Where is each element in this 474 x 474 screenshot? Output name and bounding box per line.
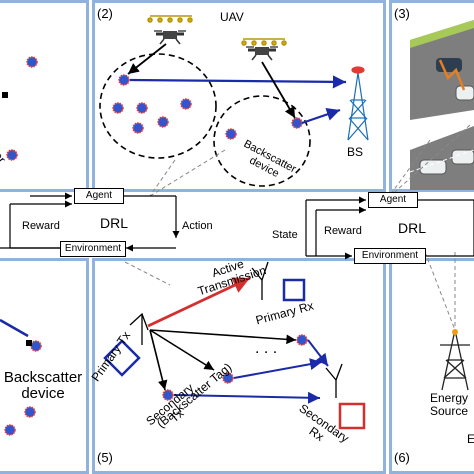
panel4-device-label: Backscatter device <box>3 369 83 402</box>
primary-rx-antenna-icon <box>251 261 269 300</box>
dashed-connectors <box>124 124 471 331</box>
drl-right-state-label: State <box>272 229 298 241</box>
cluster-1 <box>99 53 217 159</box>
drl-left-agent-box: Agent <box>74 188 124 204</box>
tx-to-tag-link-3 <box>149 329 168 391</box>
tag-to-rx-link-3 <box>173 391 321 404</box>
drl-right-loop <box>305 196 474 260</box>
drl-left-action-label: Action <box>182 220 213 232</box>
drl-left-environment-box: Environment <box>60 241 126 257</box>
uav-antenna-array-icon <box>147 15 287 46</box>
panel3-number: (3) <box>394 6 410 21</box>
drl-left-loop <box>0 192 180 252</box>
link-to-bs <box>129 75 347 89</box>
panel6-partial-label: E <box>467 432 474 446</box>
panel-4 <box>0 258 89 474</box>
drl-right-reward-label: Reward <box>324 225 362 237</box>
road-scene-icon <box>409 20 474 190</box>
primary-rx-box <box>282 278 306 302</box>
tag-to-rx-link-1 <box>233 358 323 379</box>
panel4-tag-icon <box>26 340 32 346</box>
secondary-rx-antenna-icon <box>325 363 343 398</box>
primary-tx-box <box>103 339 141 377</box>
ellipsis-label: . . . <box>255 340 278 357</box>
panel-2 <box>92 0 386 192</box>
uav2-to-device-link <box>261 61 296 119</box>
active-transmission-link <box>147 276 251 328</box>
tag-to-rx-link-2 <box>307 339 329 367</box>
drl-left-reward-label: Reward <box>22 220 60 232</box>
bs-label: BS <box>347 145 364 159</box>
drl-right-title: DRL <box>398 220 427 236</box>
energy-tower-icon <box>440 329 470 391</box>
bs-tower-icon <box>347 66 369 141</box>
panel1-devices <box>6 56 38 161</box>
energy-wave-icon <box>452 329 458 335</box>
energy-source-label: Energy Source <box>430 391 469 418</box>
tx-to-tag-link-1 <box>149 329 215 371</box>
panel5-number: (5) <box>97 450 113 465</box>
cluster-2 <box>213 95 311 187</box>
secondary-rx-box <box>338 402 366 430</box>
drl-left-title: DRL <box>100 215 129 231</box>
panel6-number: (6) <box>394 450 410 465</box>
panel-5 <box>92 258 386 474</box>
uav-to-device-link <box>127 43 167 75</box>
drl-right-environment-box: Environment <box>354 248 426 264</box>
panel-6 <box>389 258 474 474</box>
primary-tx-antenna-icon <box>129 312 149 345</box>
panel2-title: UAV <box>220 10 244 24</box>
panel2-number: (2) <box>97 6 113 21</box>
panel4-link <box>0 318 29 338</box>
tx-to-tag-link-2 <box>149 329 297 345</box>
drl-right-agent-box: Agent <box>368 192 418 208</box>
panel2-devices <box>112 74 303 140</box>
panel1-tag-icon <box>2 92 8 98</box>
link-to-bs-2 <box>301 108 341 125</box>
